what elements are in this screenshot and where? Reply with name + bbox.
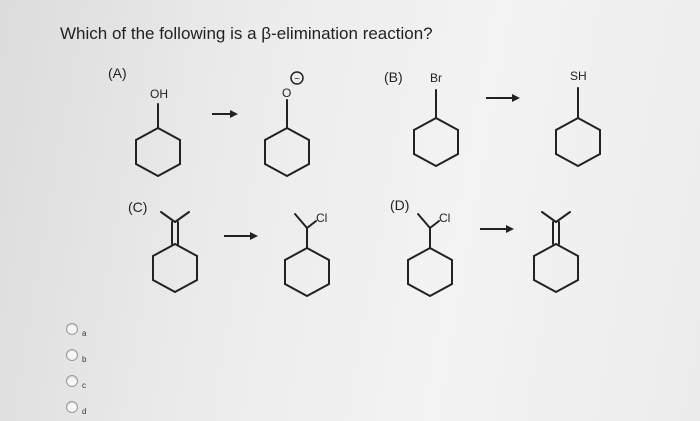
methyl-bond-c-reactant-1 (160, 211, 176, 223)
methyl-bond-d-product-1 (541, 211, 557, 223)
choice-label-c: c (82, 380, 86, 390)
radio-button-a[interactable] (66, 323, 78, 335)
negative-charge-circle (290, 71, 304, 85)
arrowhead-a (230, 110, 238, 118)
cyclohexane-ring-b-reactant (413, 116, 459, 168)
reaction-a-reactant-group: OH (150, 87, 168, 101)
cyclohexane-ring-c-reactant (152, 242, 198, 294)
reaction-b-product-group: SH (570, 69, 587, 83)
arrowhead-b (512, 94, 520, 102)
cyclohexane-ring-a-product (264, 126, 310, 178)
methyl-bond-c-product-1 (294, 213, 308, 229)
reaction-d-reactant-group: Cl (439, 211, 450, 225)
choice-label-b: b (82, 354, 87, 364)
question-text: Which of the following is a β-eliminatio… (60, 24, 433, 43)
choice-c[interactable]: c (66, 368, 86, 394)
choice-d[interactable]: d (66, 394, 86, 420)
cyclohexane-ring-a-reactant (135, 126, 181, 178)
radio-button-b[interactable] (66, 349, 78, 361)
answer-choices: a b c d (66, 316, 86, 420)
methyl-bond-d-reactant-1 (417, 213, 431, 229)
cyclohexane-ring-d-product (533, 242, 579, 294)
choice-b[interactable]: b (66, 342, 86, 368)
choice-label-a: a (82, 328, 87, 338)
methyl-bond-c-product-2 (306, 220, 317, 229)
methyl-bond-c-reactant-2 (174, 211, 190, 223)
cyclohexane-ring-b-product (555, 116, 601, 168)
cyclohexane-ring-c-product (284, 246, 330, 298)
methyl-bond-d-reactant-2 (429, 220, 440, 229)
reaction-c-product-group: Cl (316, 211, 327, 225)
radio-button-c[interactable] (66, 375, 78, 387)
choice-a[interactable]: a (66, 316, 86, 342)
arrowhead-d (506, 225, 514, 233)
methyl-bond-d-product-2 (555, 211, 571, 223)
reaction-label-d: (D) (390, 197, 409, 213)
reaction-label-a: (A) (108, 65, 127, 81)
radio-button-d[interactable] (66, 401, 78, 413)
reaction-b-reactant-group: Br (430, 71, 442, 85)
reaction-a-product-group: O (282, 86, 291, 100)
reaction-label-b: (B) (384, 69, 403, 85)
choice-label-d: d (82, 406, 87, 416)
reaction-label-c: (C) (128, 199, 147, 215)
cyclohexane-ring-d-reactant (407, 246, 453, 298)
negative-charge-sign: − (294, 74, 300, 85)
arrowhead-c (250, 232, 258, 240)
